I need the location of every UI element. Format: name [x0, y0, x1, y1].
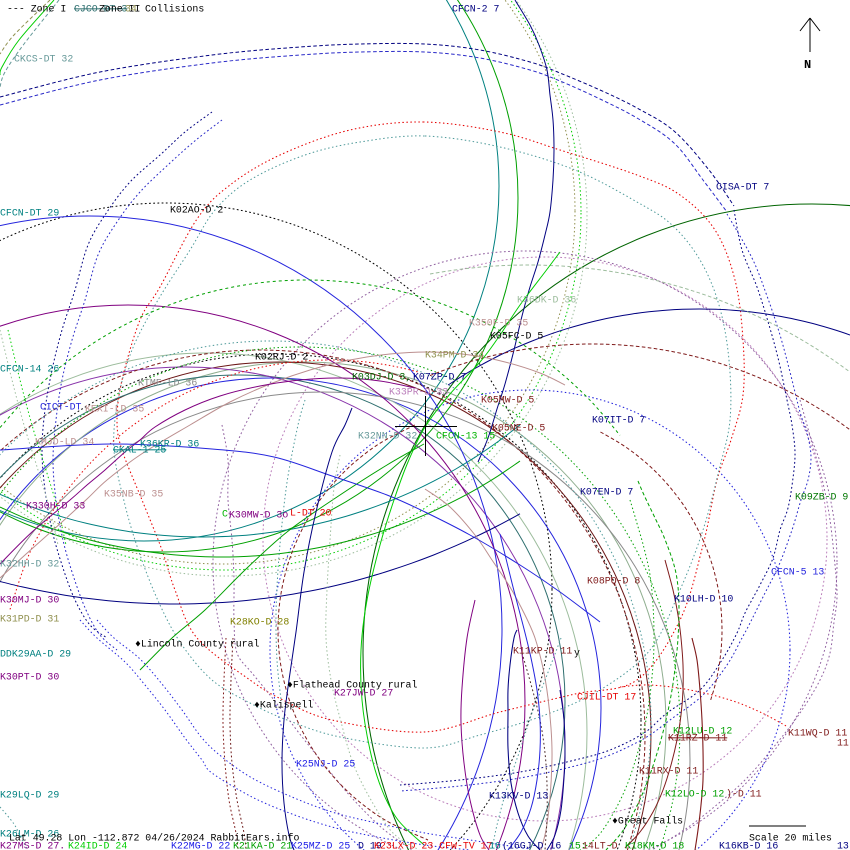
svg-text:♦Kalispell: ♦Kalispell	[254, 700, 313, 711]
svg-text:K26LM-D 26: K26LM-D 26	[0, 829, 59, 840]
svg-text:K23LX-D 23 CFW-TV 17: K23LX-D 23 CFW-TV 17	[374, 841, 493, 850]
svg-text:K13KV-D 13: K13KV-D 13	[489, 791, 548, 802]
svg-text:CKCS-DT 32: CKCS-DT 32	[14, 54, 73, 65]
svg-text:K31PD-D 31: K31PD-D 31	[0, 614, 59, 625]
svg-text:16: 16	[489, 841, 501, 850]
svg-text:K02RJ-D 2: K02RJ-D 2	[255, 352, 308, 363]
svg-text:K33PR-D 33: K33PR-D 33	[389, 387, 448, 398]
svg-text:CICT-DT: CICT-DT	[40, 402, 82, 413]
svg-text:Scale 20 miles: Scale 20 miles	[749, 833, 832, 844]
svg-text:CFCN-2 7: CFCN-2 7	[452, 4, 499, 15]
svg-text:KMJD-LD 34: KMJD-LD 34	[35, 437, 94, 448]
svg-text:K22MG-D 22: K22MG-D 22	[171, 841, 230, 850]
svg-text:K28KO-D 28: K28KO-D 28	[230, 617, 289, 628]
svg-text:KTMF-LD 36: KTMF-LD 36	[138, 378, 197, 389]
svg-text:CFCN-13 15: CFCN-13 15	[436, 431, 495, 442]
svg-text:L-DT 20: L-DT 20	[290, 508, 332, 519]
svg-text:K05MW-D 5: K05MW-D 5	[481, 395, 534, 406]
svg-text:K08PQ-D 8: K08PQ-D 8	[587, 576, 640, 587]
svg-text:--- Zone I: --- Zone I	[7, 4, 66, 15]
svg-text:DDK29AA-D 29: DDK29AA-D 29	[0, 649, 71, 660]
svg-text:K05FC-D 5: K05FC-D 5	[490, 331, 543, 342]
svg-text:K21KA-D 21: K21KA-D 21	[233, 841, 292, 850]
svg-text:K330H-D 33: K330H-D 33	[26, 501, 85, 512]
svg-text:)-D 11: )-D 11	[726, 789, 762, 800]
svg-text:K25MZ-D 25: K25MZ-D 25	[291, 841, 350, 850]
svg-text:K29LQ-D 29: K29LQ-D 29	[0, 790, 59, 801]
svg-text:K30PT-D 30: K30PT-D 30	[0, 672, 59, 683]
svg-text:34: 34	[125, 4, 137, 15]
svg-text:K09ZB-D 9: K09ZB-D 9	[795, 492, 848, 503]
svg-text:K18KM-D 18: K18KM-D 18	[625, 841, 684, 850]
svg-text:CJIL-DT 17: CJIL-DT 17	[577, 692, 636, 703]
svg-text:(16GJ-D 16: (16GJ-D 16	[502, 841, 561, 850]
svg-text:CFCN-5 13: CFCN-5 13	[771, 567, 824, 578]
svg-text:K25NJ-D 25: K25NJ-D 25	[296, 759, 355, 770]
svg-text:D 19: D 19	[358, 841, 382, 850]
svg-text:K07ZP-D 7: K07ZP-D 7	[413, 372, 466, 383]
svg-text:K350F-D 35: K350F-D 35	[469, 318, 528, 329]
svg-text:K24ID-D 24: K24ID-D 24	[68, 841, 127, 850]
svg-text:K36DK-D 36: K36DK-D 36	[517, 295, 576, 306]
svg-text:K16KB-D 16: K16KB-D 16	[719, 841, 778, 850]
svg-text:13: 13	[837, 841, 849, 850]
svg-text:K03DJ-D 3,: K03DJ-D 3,	[352, 372, 411, 383]
svg-text:K07EN-D 7: K07EN-D 7	[580, 487, 633, 498]
svg-text:♦Lincoln County rural: ♦Lincoln County rural	[135, 639, 260, 650]
svg-text:KEXI-LD 35: KEXI-LD 35	[85, 404, 144, 415]
svg-text:♦Great Falls: ♦Great Falls	[612, 816, 683, 827]
svg-text:K10LH-D 10: K10LH-D 10	[674, 594, 733, 605]
svg-text:K34PM-D 34: K34PM-D 34	[425, 350, 484, 361]
svg-text:14LT-D: 14LT-D	[582, 841, 618, 850]
svg-text:Lat 49.28 Lon -112.872 04/26/2: Lat 49.28 Lon -112.872 04/26/2024 Rabbit…	[9, 833, 299, 844]
svg-text:♦Flathead County rural: ♦Flathead County rural	[287, 680, 417, 691]
svg-text:N: N	[804, 58, 811, 72]
svg-text:K11WQ-D 11: K11WQ-D 11	[788, 728, 847, 739]
svg-text:CFCN-14 26: CFCN-14 26	[0, 364, 59, 375]
svg-text:Collisions: Collisions	[145, 4, 204, 15]
svg-text:K11RX-D 11: K11RX-D 11	[639, 766, 698, 777]
svg-text:CJCO-DT 3: CJCO-DT 3	[74, 4, 127, 15]
svg-text:K07IT-D 7: K07IT-D 7	[592, 415, 645, 426]
svg-text:K30MW-D 3o: K30MW-D 3o	[229, 510, 288, 521]
svg-text:K12LU-D 12: K12LU-D 12	[673, 726, 732, 737]
svg-text:K36KR-D 36: K36KR-D 36	[140, 439, 199, 450]
svg-text:CISA-DT 7: CISA-DT 7	[716, 182, 769, 193]
svg-text:15:: 15:	[569, 841, 587, 850]
svg-text:11: 11	[837, 738, 849, 749]
svg-text:C: C	[222, 509, 228, 520]
svg-text:CFCN-DT 29: CFCN-DT 29	[0, 208, 59, 219]
svg-text:K32HH-D 32: K32HH-D 32	[0, 559, 59, 570]
svg-text:CKAL-1 25: CKAL-1 25	[113, 445, 166, 456]
svg-text:Zone II: Zone II	[99, 4, 140, 15]
svg-text:K12LO-D 12: K12LO-D 12	[665, 789, 724, 800]
svg-text:K11KP-D 11: K11KP-D 11	[513, 646, 572, 657]
svg-text:y: y	[574, 648, 580, 659]
svg-text:K32NN-D 32: K32NN-D 32	[358, 431, 417, 442]
svg-text:K11RZ-D 11: K11RZ-D 11	[668, 733, 727, 744]
svg-text:K02AO-D 2: K02AO-D 2	[170, 205, 223, 216]
svg-text:K27JW-D 27: K27JW-D 27	[334, 688, 393, 699]
svg-text:K35NB-D 35: K35NB-D 35	[104, 489, 163, 500]
svg-text:K27MS-D 27.: K27MS-D 27.	[0, 841, 65, 850]
svg-text:K05NE-D 5: K05NE-D 5	[492, 423, 545, 434]
svg-text:K30MJ-D 30: K30MJ-D 30	[0, 595, 59, 606]
